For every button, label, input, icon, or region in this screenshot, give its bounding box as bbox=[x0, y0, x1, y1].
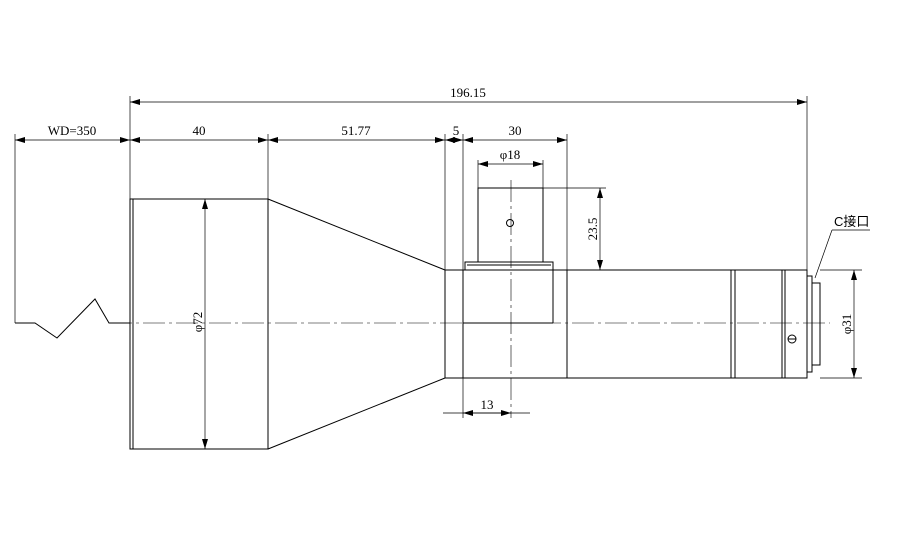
port-height-label: 23.5 bbox=[585, 218, 600, 241]
c-mount-label: C接口 bbox=[834, 214, 869, 229]
c-mount bbox=[806, 275, 821, 373]
front-barrel-length-label: 40 bbox=[193, 123, 206, 138]
port-offset-label: 30 bbox=[509, 123, 522, 138]
mount-diameter-label: φ31 bbox=[839, 314, 854, 335]
c-mount-leader bbox=[814, 229, 870, 279]
front-barrel bbox=[129, 198, 269, 450]
overall-length-label: 196.15 bbox=[450, 85, 486, 100]
working-distance-label: WD=350 bbox=[48, 123, 97, 138]
rear-body bbox=[462, 269, 808, 379]
working-distance-break-line bbox=[15, 298, 130, 339]
taper-length-label: 51.77 bbox=[341, 123, 371, 138]
locking-screw-icon bbox=[787, 334, 797, 344]
port-position-label: 13 bbox=[481, 397, 494, 412]
collar-length-label: 5 bbox=[453, 123, 460, 138]
tapered-cone bbox=[267, 198, 446, 450]
collar bbox=[444, 269, 464, 379]
side-port-base bbox=[463, 261, 554, 324]
front-diameter-label: φ72 bbox=[190, 312, 205, 333]
port-diameter-label: φ18 bbox=[500, 147, 521, 162]
side-port bbox=[477, 187, 544, 263]
